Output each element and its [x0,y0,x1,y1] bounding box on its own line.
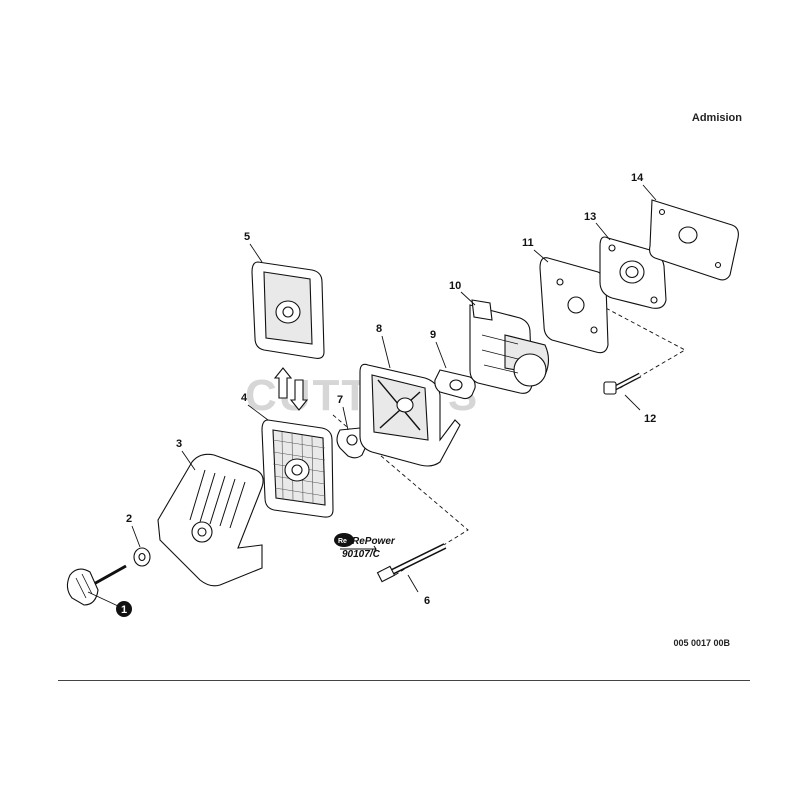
callout-label-8: 8 [376,323,382,335]
callout-label-11: 11 [522,237,534,249]
part-1-knob[interactable] [66,564,127,606]
repower-brand-prefix: Re [338,538,347,545]
reference-code: 005 0017 00B [673,638,730,648]
part-8-filter-base[interactable] [359,363,461,467]
callout-6: 6 [407,574,430,607]
callout-label-13: 13 [584,211,596,223]
callout-12: 12 [624,394,656,425]
callout-1: 1 [87,591,132,617]
part-5-air-filter[interactable] [251,261,325,359]
callout-2: 2 [126,513,141,548]
callout-label-14: 14 [631,172,644,184]
assembly-line-screw [599,304,686,389]
callout-10: 10 [449,280,476,306]
callout-label-6: 6 [424,595,430,607]
part-10-carburetor[interactable] [469,299,550,394]
callout-11: 11 [522,237,549,263]
callout-8: 8 [376,323,391,369]
part-12-screw[interactable] [603,372,642,395]
repower-badge: Re RePower 90107/C [334,533,396,560]
callout-label-12: 12 [644,413,656,425]
callout-label-3: 3 [176,438,182,450]
callout-label-2: 2 [126,513,132,525]
repower-brand-text: RePower [352,536,396,547]
callout-7: 7 [337,394,349,431]
part-6-bolt[interactable] [376,543,447,583]
callout-label-5: 5 [244,231,250,243]
callout-label-4: 4 [241,392,248,404]
repower-code-text: 90107/C [342,549,381,560]
callout-label-9: 9 [430,329,436,341]
part-2-washer[interactable] [133,547,151,567]
footer-divider [58,680,750,681]
callout-label-10: 10 [449,280,461,292]
part-9-gasket[interactable] [434,369,476,400]
part-11-gasket[interactable] [539,257,609,354]
callout-label-7: 7 [337,394,343,406]
part-4-air-filter[interactable] [261,419,334,518]
section-title: Admision [691,112,742,124]
callout-13: 13 [584,211,611,241]
callout-9: 9 [430,329,447,369]
callout-3: 3 [176,438,196,471]
callout-badge-1 [116,601,132,617]
callout-4: 4 [241,392,269,421]
part-3-filter-cover[interactable] [157,453,264,587]
part-14-gasket[interactable] [649,199,739,281]
callout-5: 5 [244,231,263,263]
callout-14: 14 [631,172,657,201]
swap-arrows-icon [273,367,309,411]
callout-label-1: 1 [121,604,127,616]
